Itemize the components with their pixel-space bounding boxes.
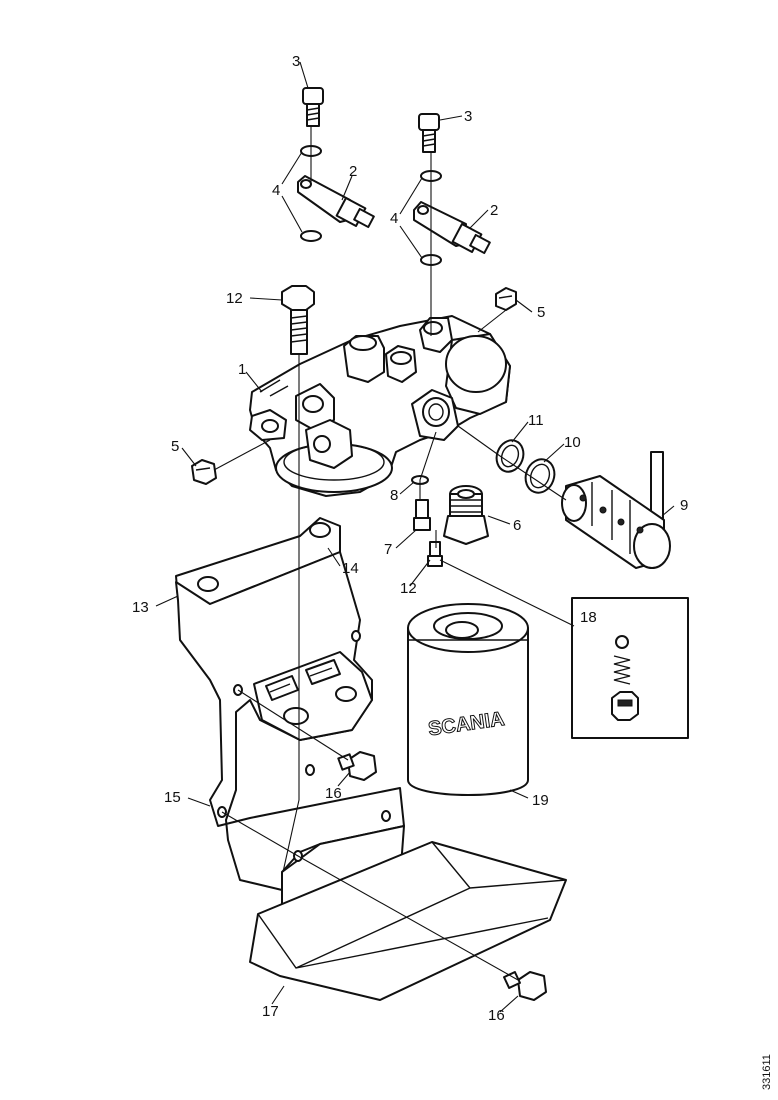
drip-tray-17 — [249, 810, 567, 1001]
callout-10: 10 — [564, 434, 581, 451]
callout-12-bottom: 12 — [400, 580, 417, 597]
callout-8: 8 — [390, 487, 398, 504]
o-ring-11 — [495, 439, 525, 473]
callout-2-right: 2 — [490, 202, 498, 219]
callout-5-left: 5 — [171, 438, 179, 455]
callout-9: 9 — [680, 497, 688, 514]
bolt-12-long — [281, 285, 315, 355]
callout-leaders — [155, 61, 675, 1013]
callout-16-middle: 16 — [325, 785, 342, 802]
assembly-lines — [213, 126, 575, 981]
banjo-connector-2-right — [413, 201, 491, 255]
callout-11: 11 — [528, 412, 544, 429]
callout-3-right: 3 — [464, 108, 472, 125]
callout-12-top: 12 — [226, 290, 243, 307]
callout-17: 17 — [262, 1003, 279, 1020]
bolt-3-right — [418, 113, 440, 153]
callout-18: 18 — [580, 609, 597, 626]
nipple-7 — [413, 499, 431, 531]
callout-16-bottom: 16 — [488, 1007, 505, 1024]
callout-5-top: 5 — [537, 304, 545, 321]
callout-19: 19 — [532, 792, 549, 809]
bleed-screw-12-small — [427, 541, 443, 567]
callout-labels: 3 3 2 2 4 4 12 5 1 5 11 10 8 6 9 7 12 14… — [132, 53, 688, 1024]
callout-7: 7 — [384, 541, 392, 558]
plug-5-top — [495, 287, 517, 311]
bolt-3-left — [302, 87, 324, 127]
valve-9 — [561, 451, 671, 569]
callout-14: 14 — [342, 560, 359, 577]
detail-18-box — [571, 597, 689, 739]
o-ring-10 — [524, 458, 556, 494]
bolt-16-middle — [337, 751, 377, 781]
callout-13: 13 — [132, 599, 149, 616]
callout-3-left: 3 — [292, 53, 300, 70]
callout-4-left: 4 — [272, 182, 280, 199]
callout-2-left: 2 — [349, 163, 357, 180]
filter-head-1 — [249, 315, 511, 497]
banjo-connector-2-left — [297, 175, 375, 229]
callout-1: 1 — [238, 361, 246, 378]
callout-6: 6 — [513, 517, 521, 534]
plug-5-left — [191, 459, 217, 485]
callout-15: 15 — [164, 789, 181, 806]
callout-4-right: 4 — [390, 210, 398, 227]
fuel-filter-19: SCANIA — [407, 603, 529, 796]
figure-number: 331611 — [761, 1054, 773, 1090]
bracket-13 — [175, 551, 405, 891]
adapter-6 — [443, 485, 489, 545]
